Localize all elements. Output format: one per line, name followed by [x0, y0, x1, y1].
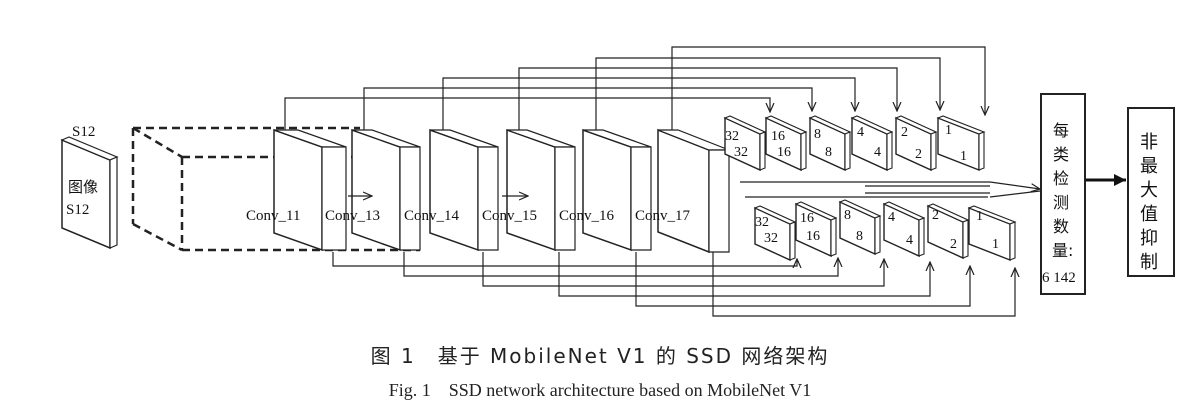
svg-text:非: 非 — [1140, 132, 1158, 153]
svg-text:数: 数 — [1053, 217, 1069, 236]
svg-text:8: 8 — [814, 127, 821, 142]
svg-text:1: 1 — [992, 237, 999, 252]
svg-text:16: 16 — [800, 211, 814, 226]
svg-text:1: 1 — [945, 123, 952, 138]
conv-block-4 — [506, 128, 576, 252]
conv-labels: Conv_11 Conv_13 Conv_14 Conv_15 Conv_16 … — [246, 208, 691, 224]
top-map-3: 8 8 — [808, 115, 852, 172]
svg-text:量:: 量: — [1052, 241, 1073, 260]
svg-text:2: 2 — [901, 125, 908, 140]
top-map-4: 4 4 — [850, 115, 894, 172]
svg-text:4: 4 — [888, 210, 895, 225]
svg-text:16: 16 — [777, 145, 791, 160]
bottom-map-1: 32 32 — [753, 205, 797, 262]
svg-text:抑: 抑 — [1140, 228, 1158, 249]
svg-text:4: 4 — [874, 145, 881, 160]
svg-text:大: 大 — [1140, 180, 1158, 201]
bottom-map-2: 16 16 — [794, 201, 838, 258]
top-map-5: 2 2 — [894, 115, 938, 172]
input-face-label-1: 图像 — [68, 178, 98, 196]
conv-block-1 — [273, 128, 347, 252]
svg-text:8: 8 — [856, 229, 863, 244]
conv-block-6 — [657, 128, 730, 254]
svg-text:最: 最 — [1140, 156, 1158, 177]
top-map-6: 1 1 — [936, 115, 986, 172]
input-size-label: S12 — [72, 124, 95, 140]
bottom-map-6: 1 1 — [967, 205, 1017, 262]
svg-text:测: 测 — [1053, 193, 1069, 212]
bottom-map-4: 4 4 — [882, 201, 926, 258]
conv-block-2 — [351, 128, 421, 252]
svg-text:4: 4 — [857, 125, 864, 140]
detection-count-value: 6 142 — [1042, 270, 1076, 286]
svg-text:1: 1 — [960, 149, 967, 164]
svg-text:16: 16 — [771, 129, 785, 144]
svg-text:每: 每 — [1053, 121, 1069, 140]
bottom-route-lines — [332, 252, 1015, 317]
conv-blocks — [273, 128, 730, 254]
conv-block-3 — [429, 128, 499, 252]
svg-text:值: 值 — [1140, 204, 1158, 225]
svg-text:16: 16 — [806, 229, 820, 244]
bottom-map-5: 2 2 — [926, 203, 970, 260]
top-map-2: 16 16 — [764, 115, 808, 172]
bottom-feature-maps: 32 32 16 16 8 8 4 4 2 — [753, 199, 1017, 262]
detection-count-box: 每 类 检 测 数 量: 6 142 — [1040, 93, 1086, 295]
svg-text:8: 8 — [825, 145, 832, 160]
ssd-architecture-diagram: S12 图像 S12 — [60, 46, 1175, 317]
svg-text:8: 8 — [844, 208, 851, 223]
top-route-lines — [284, 46, 985, 132]
svg-text:2: 2 — [932, 208, 939, 223]
conv-label-4: Conv_15 — [482, 208, 537, 224]
svg-text:类: 类 — [1053, 145, 1069, 164]
nms-box: 非 最 大 值 抑 制 — [1127, 107, 1175, 277]
conv-label-2: Conv_13 — [325, 208, 380, 224]
conv-label-5: Conv_16 — [559, 208, 615, 224]
svg-text:检: 检 — [1053, 169, 1069, 188]
svg-text:32: 32 — [734, 145, 748, 160]
top-map-1: 32 32 — [723, 115, 767, 172]
svg-text:2: 2 — [915, 147, 922, 162]
svg-text:32: 32 — [764, 231, 778, 246]
figure-caption-chinese: 图 1 基于 MobileNet V1 的 SSD 网络架构 — [370, 344, 830, 368]
input-image: S12 图像 S12 — [60, 124, 119, 250]
conv-label-1: Conv_11 — [246, 208, 300, 224]
merge-lines — [740, 181, 1040, 198]
svg-text:32: 32 — [755, 215, 769, 230]
input-face-label-2: S12 — [66, 202, 89, 218]
conv-block-5 — [582, 128, 652, 252]
svg-text:4: 4 — [906, 233, 913, 248]
bottom-map-3: 8 8 — [838, 199, 882, 256]
svg-text:2: 2 — [950, 237, 957, 252]
svg-text:32: 32 — [725, 129, 739, 144]
svg-text:1: 1 — [976, 209, 983, 224]
svg-text:制: 制 — [1140, 252, 1158, 273]
conv-label-6: Conv_17 — [635, 208, 691, 224]
figure-caption-english: Fig. 1 SSD network architecture based on… — [388, 380, 812, 400]
top-feature-maps: 32 32 16 16 8 8 4 4 2 — [723, 115, 986, 172]
conv-label-3: Conv_14 — [404, 208, 460, 224]
